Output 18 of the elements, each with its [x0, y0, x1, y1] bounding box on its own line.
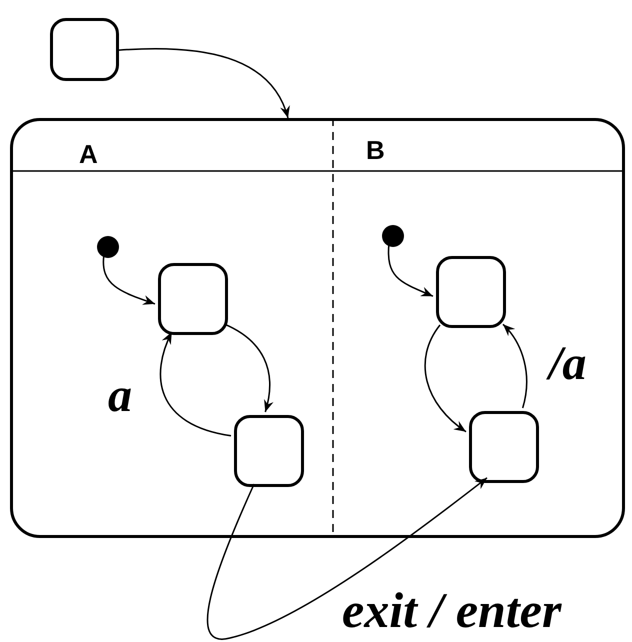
state-box — [50, 18, 119, 81]
region-label: B — [366, 137, 385, 163]
state-box — [158, 263, 228, 335]
state-box — [436, 256, 506, 328]
transition-arrow — [424, 324, 466, 432]
transition-arrow — [224, 323, 274, 412]
region-label: A — [79, 141, 98, 167]
transition-arrow — [502, 324, 528, 408]
state-box — [469, 411, 539, 483]
transition-arrow — [118, 48, 289, 118]
transition-arrow — [207, 477, 488, 640]
state-box — [234, 415, 304, 487]
initial-state-dot — [382, 225, 404, 247]
transition-arrow — [388, 244, 434, 297]
composite-state-box — [10, 118, 625, 538]
transition-arrow — [160, 332, 232, 436]
transition-arrow — [102, 254, 156, 305]
initial-state-dot — [97, 236, 119, 258]
